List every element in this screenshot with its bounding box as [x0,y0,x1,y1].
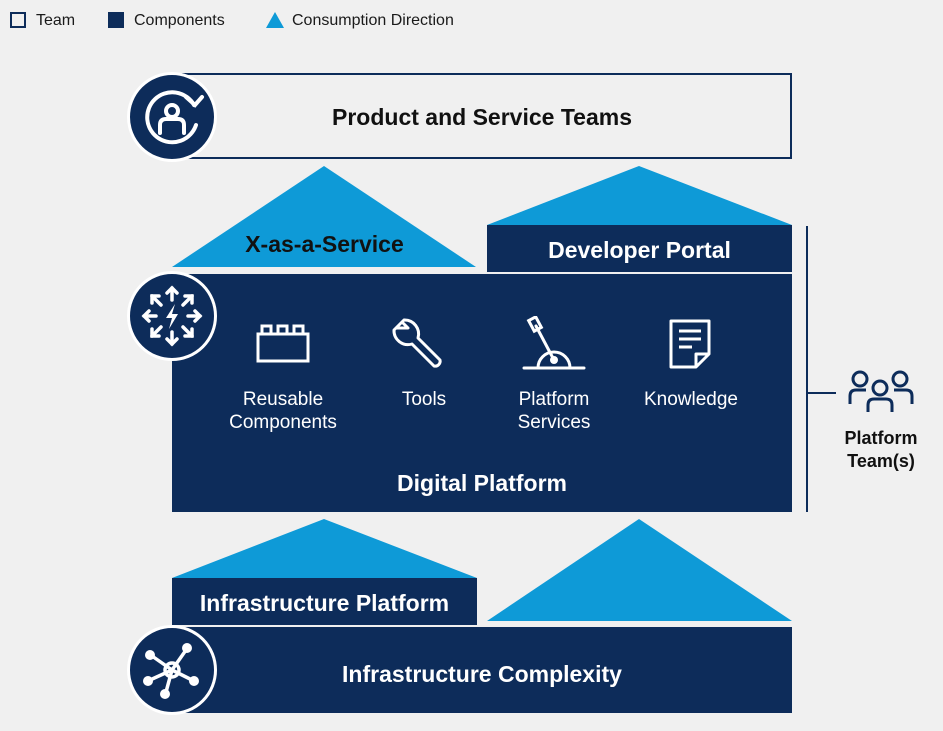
platform-services-line2: Services [517,412,591,433]
platform-services-label: Platform Services [484,388,624,434]
platform-teams-line2: Team(s) [847,451,915,471]
knowledge-label: Knowledge [620,388,762,411]
building-blocks-icon [256,324,310,363]
xaas-label: X-as-a-Service [245,231,404,257]
network-hub-icon [143,643,199,699]
legend-team-label: Team [36,12,76,29]
legend-components-label: Components [134,12,225,29]
people-group-icon [848,370,914,412]
xaas-direction-triangle [172,166,476,267]
reusable-components-line2: Components [229,412,337,433]
reusable-components-line1: Reusable [242,389,324,410]
infrastructure-complexity-title: Infrastructure Complexity [342,661,622,687]
infrastructure-platform-label: Infrastructure Platform [199,590,450,616]
platform-teams-bracket [806,226,808,512]
digital-platform-box [172,274,792,512]
infrastructure-complexity-box [172,627,792,713]
developer-portal-box [487,225,792,272]
digital-platform-title: Digital Platform [397,470,567,496]
reusable-components-label: Reusable Components [198,388,368,434]
infra-platform-triangle [172,519,477,578]
legend-team-swatch [10,12,26,28]
platform-burst-icon [141,285,203,347]
developer-portal-label: Developer Portal [548,237,731,263]
product-teams-box [172,73,792,159]
wrench-icon [392,318,442,368]
knowledge-line1: Knowledge [643,389,739,410]
platform-teams-connector [806,392,836,394]
developer-portal-triangle [487,166,792,225]
legend-direction-triangle-icon [266,12,284,28]
platform-services-line1: Platform [518,389,590,410]
legend-components-swatch [108,12,124,28]
lever-icon [522,316,586,370]
team-cycle-icon [145,90,204,145]
infrastructure-circle [127,625,217,715]
infrastructure-platform-box [172,578,477,625]
product-teams-title: Product and Service Teams [332,104,632,130]
platform-teams-label: Platform Team(s) [826,427,936,473]
document-icon [669,319,711,369]
infra-direction-triangle [487,519,792,621]
legend-direction-label: Consumption Direction [292,12,454,29]
platform-teams-line1: Platform [844,428,918,448]
product-teams-circle [127,72,217,162]
tools-label: Tools [364,388,484,411]
digital-platform-circle [127,271,217,361]
tools-line1: Tools [401,389,447,410]
